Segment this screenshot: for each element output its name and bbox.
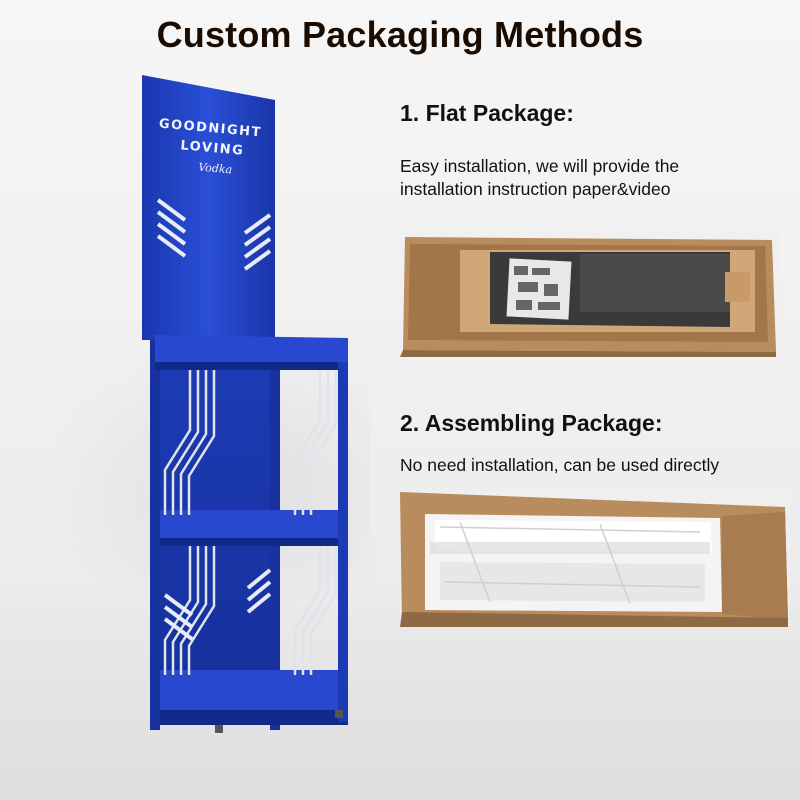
assembling-package-heading: 2. Assembling Package: [400,410,663,436]
assembling-package-desc-line: No need installation, can be used direct… [400,455,720,475]
page-title: Custom Packaging Methods [156,14,644,55]
floor-background [0,610,800,800]
stand-logo-line3: Vodka [198,161,233,177]
flat-package-photo [400,232,780,357]
flat-package-heading: 1. Flat Package: [400,100,574,126]
flat-package-desc-line: Easy installation, we will provide the [400,156,680,176]
flat-package-desc-line: installation instruction paper&video [400,179,671,199]
assembling-package-photo [400,492,790,627]
stand-logo-line2: LOVING [180,138,245,159]
flat-package-description: Easy installation, we will provide the i… [400,155,679,201]
display-stand-image: GOODNIGHT LOVING Vodka [142,75,348,733]
assembling-package-description: No need installation, can be used direct… [400,454,719,477]
